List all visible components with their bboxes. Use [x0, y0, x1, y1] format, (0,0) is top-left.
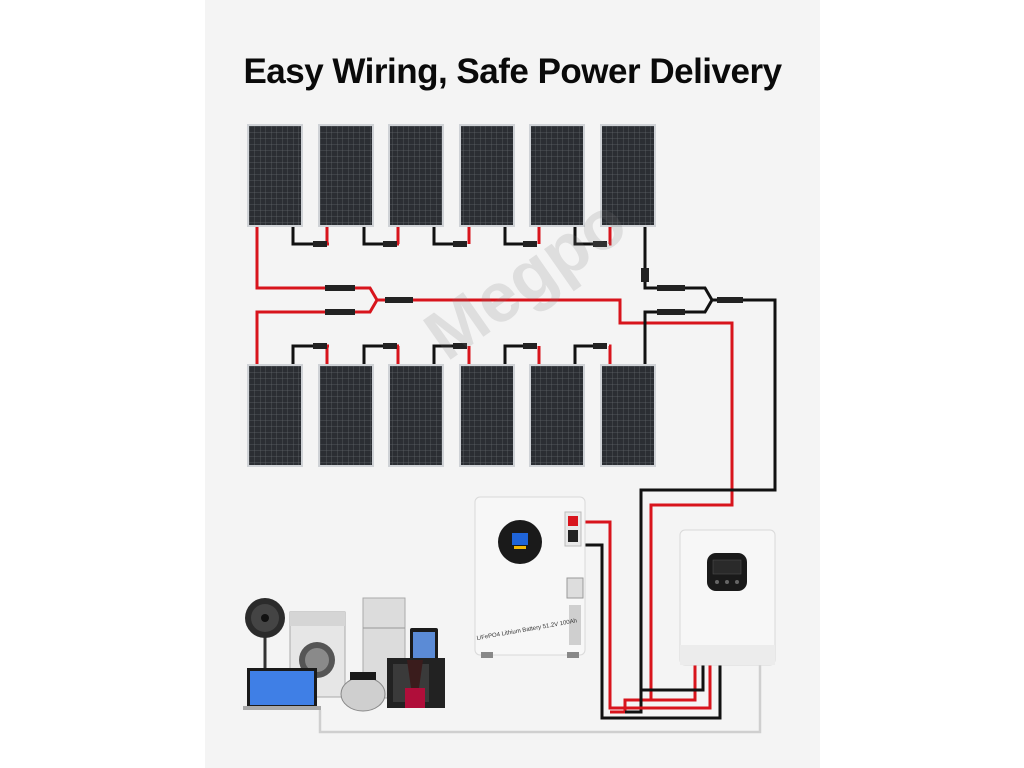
bottom-panel-row	[247, 364, 656, 467]
solar-panel	[529, 364, 585, 467]
appliances	[243, 597, 445, 712]
solar-panel	[600, 364, 656, 467]
solar-panel	[388, 124, 444, 227]
headline: Easy Wiring, Safe Power Delivery	[243, 52, 782, 91]
fan-icon	[245, 598, 285, 705]
solar-panel	[459, 364, 515, 467]
wiring-diagram: LiFePO4 Lithium Battery 51.2V 100Ah	[243, 124, 777, 734]
top-panel-row	[247, 124, 656, 227]
bottom-series-jumpers	[291, 343, 612, 364]
top-series-jumpers	[291, 227, 612, 247]
product-infographic: Easy Wiring, Safe Power Delivery	[205, 0, 820, 768]
inverter	[679, 529, 776, 666]
solar-panel	[318, 124, 374, 227]
solar-panel	[247, 124, 303, 227]
solar-panel	[600, 124, 656, 227]
battery-inverter-wires	[585, 520, 722, 720]
ac-output-wire	[318, 665, 762, 734]
laptop-icon	[243, 668, 321, 710]
solar-panel	[388, 364, 444, 467]
solar-panel	[318, 364, 374, 467]
solar-panel	[459, 124, 515, 227]
solar-panel	[529, 124, 585, 227]
solar-panel	[247, 364, 303, 467]
blender-icon	[405, 660, 425, 708]
rice-cooker-icon	[340, 672, 386, 712]
negative-combiner	[625, 227, 777, 714]
battery: LiFePO4 Lithium Battery 51.2V 100Ah	[474, 496, 586, 658]
positive-combiner	[255, 227, 734, 714]
